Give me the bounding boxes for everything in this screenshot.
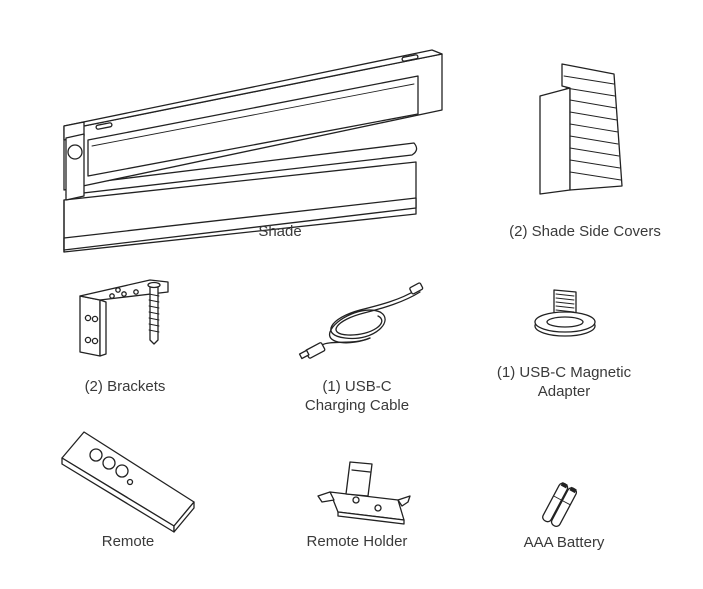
usb-cable-label-line2: Charging Cable bbox=[304, 397, 410, 414]
brackets-label: (2) Brackets bbox=[84, 378, 166, 395]
battery-illustration bbox=[542, 482, 578, 528]
battery-label: AAA Battery bbox=[523, 534, 605, 551]
brackets-illustration bbox=[79, 279, 169, 357]
usb-cable-label-line1: (1) USB-C bbox=[322, 378, 392, 395]
remote-illustration bbox=[61, 431, 195, 533]
magnetic-adapter-label-line1: (1) USB-C Magnetic bbox=[496, 364, 632, 381]
usb-cable-illustration bbox=[298, 282, 424, 360]
magnetic-adapter-label-line2: Adapter bbox=[537, 383, 591, 400]
remote-holder-label: Remote Holder bbox=[306, 533, 408, 550]
side-covers-label: (2) Shade Side Covers bbox=[509, 223, 661, 240]
remote-label: Remote bbox=[101, 533, 155, 550]
magnetic-adapter-illustration bbox=[534, 289, 596, 337]
shade-label: Shade bbox=[258, 223, 302, 240]
remote-holder-illustration bbox=[317, 461, 411, 525]
shade-illustration bbox=[63, 49, 443, 253]
side-covers-illustration bbox=[539, 63, 623, 195]
